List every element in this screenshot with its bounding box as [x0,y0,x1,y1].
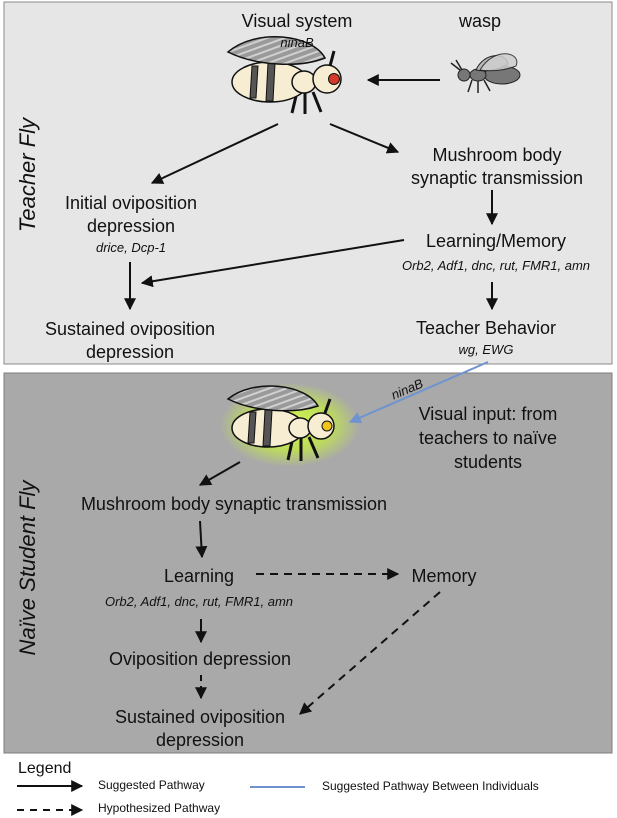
learning-memory-label: Learning/Memory [425,231,567,251]
wasp-label: wasp [458,11,502,31]
student-oviposition-label: Oviposition depression [108,649,292,669]
arrow-mushroom-to-learning-student [195,520,208,559]
student-memory-label: Memory [411,566,477,586]
visual-system-label: Visual system [241,11,353,31]
arrow-fly-to-student-mushroom [198,461,241,486]
teacher-sustained-label-2: depression [85,342,175,362]
student-sustained-label-1: Sustained oviposition [114,707,286,727]
student-fly-icon [220,383,360,467]
wasp-icon [450,53,521,93]
student-learning-genes: Orb2, Adf1, dnc, rut, FMR1, amn [104,594,294,609]
teacher-fly-icon [226,35,342,114]
legend-title: Legend [18,760,72,777]
student-mushroom-body-label: Mushroom body synaptic transmission [80,494,388,514]
visual-system-gene: ninaB [280,35,314,50]
visual-input-label-1: Visual input: from [418,404,558,424]
initial-oviposition-label-1: Initial oviposition [64,193,198,213]
initial-oviposition-genes: drice, Dcp-1 [95,240,167,255]
legend-between-label: Suggested Pathway Between Individuals [322,779,539,793]
teacher-behavior-label: Teacher Behavior [415,318,557,338]
student-side-label: Naïve Student Fly [15,480,40,656]
arrow-teacher-to-student [348,361,489,424]
teacher-behavior-genes: wg, EWG [458,342,514,357]
arrow-fly-to-oviposition [150,123,279,184]
student-sustained-label-2: depression [155,730,245,750]
arrow-memory-to-sustained [299,591,441,715]
visual-input-label-2: teachers to naïve [418,428,558,448]
teacher-side-label: Teacher Fly [15,117,40,233]
teacher-sustained-label-1: Sustained oviposition [44,319,216,339]
initial-oviposition-label-2: depression [86,216,176,236]
mushroom-body-label-2: synaptic transmission [410,168,584,188]
arrow-fly-to-mushroom-body [329,123,400,154]
visual-input-label-3: students [453,452,523,472]
arrow-learning-to-sustained [140,239,405,288]
mushroom-body-label-1: Mushroom body [432,145,562,165]
legend-suggested-label: Suggested Pathway [98,778,205,792]
learning-memory-genes: Orb2, Adf1, dnc, rut, FMR1, amn [401,258,591,273]
legend-hypothesized-label: Hypothesized Pathway [98,801,221,815]
student-learning-label: Learning [163,566,235,586]
